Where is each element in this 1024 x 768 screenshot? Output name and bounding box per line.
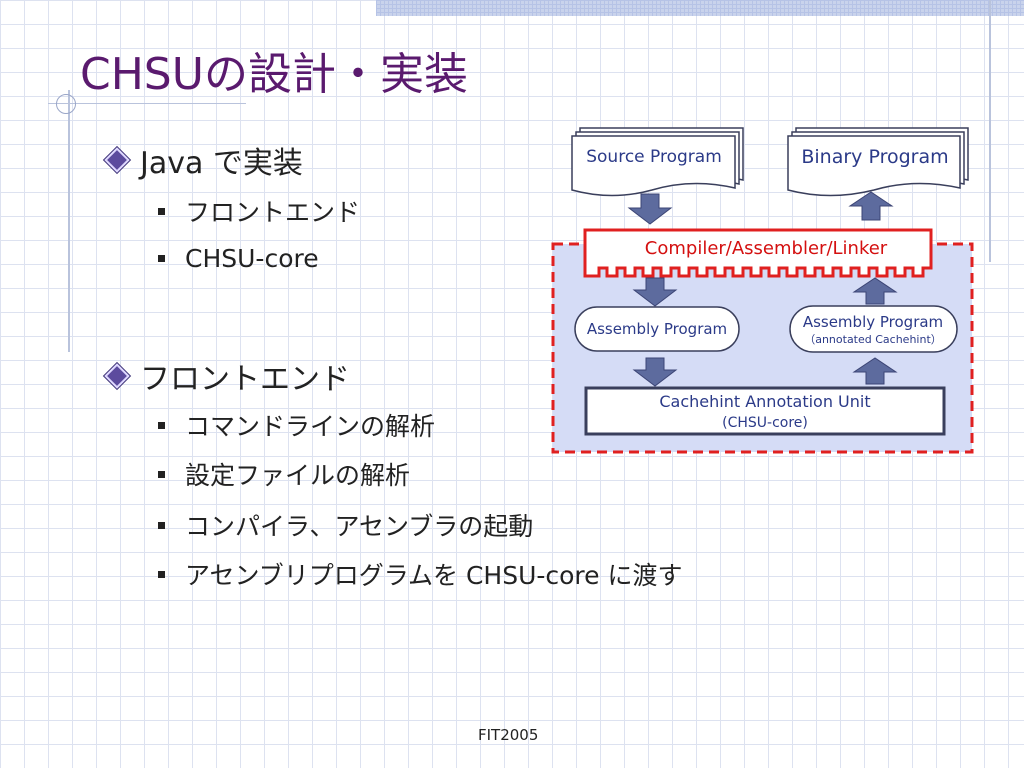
compiler-label: Compiler/Assembler/Linker: [645, 238, 888, 259]
square-bullet-icon: [158, 421, 165, 429]
sub-bullet-text: コマンドラインの解析: [185, 412, 436, 441]
sub-bullet-text: アセンブリプログラムを CHSU-core に渡す: [185, 561, 683, 590]
bullet-frontend: フロントエンド: [104, 354, 350, 398]
square-bullet-icon: [158, 570, 165, 578]
decorative-line-left: [68, 90, 70, 352]
sub-bullet-text: フロントエンド: [185, 198, 361, 227]
sub-bullet: 設定ファイルの解析: [158, 456, 410, 492]
binary-program-label: Binary Program: [801, 146, 948, 168]
sub-bullet: コンパイラ、アセンブラの起動: [158, 507, 533, 543]
source-program-label: Source Program: [586, 147, 722, 167]
diamond-bullet-icon: [104, 363, 130, 389]
arrow-down-icon: [632, 357, 678, 387]
chsu-architecture-diagram: Source Program Binary Program Compiler/A…: [551, 127, 974, 454]
footer-text: FIT2005: [478, 726, 539, 744]
sub-bullet-text: 設定ファイルの解析: [185, 461, 411, 490]
arrow-down-icon: [627, 193, 673, 225]
compiler-box: [583, 228, 933, 278]
cachehint-annotation-unit-label: Cachehint Annotation Unit: [659, 392, 870, 411]
annotated-assembly-program-label: Assembly Program: [803, 313, 943, 331]
sub-bullet: フロントエンド: [158, 193, 360, 229]
decorative-circle: [56, 94, 76, 114]
bullet-text: フロントエンド: [140, 362, 350, 397]
sub-bullet: CHSU-core: [158, 244, 319, 273]
assembly-program-box: [574, 306, 740, 352]
sub-bullet-text: CHSU-core: [185, 244, 319, 273]
sub-bullet-text: コンパイラ、アセンブラの起動: [185, 512, 534, 541]
arrow-up-icon: [848, 191, 894, 221]
annotated-cachehint-label: （annotated Cachehint）: [804, 333, 942, 346]
sub-bullet: コマンドラインの解析: [158, 407, 435, 443]
sub-bullet: アセンブリプログラムを CHSU-core に渡す: [158, 556, 683, 592]
square-bullet-icon: [158, 470, 165, 478]
annotated-assembly-program-box: [789, 305, 958, 353]
binary-program-doc: Binary Program: [787, 127, 969, 197]
bullet-java: Java で実装: [104, 138, 303, 182]
top-decorative-band: [376, 0, 1024, 16]
chsu-core-label: (CHSU-core): [722, 415, 808, 431]
square-bullet-icon: [158, 255, 165, 262]
arrow-down-icon: [632, 277, 678, 307]
arrow-up-icon: [852, 357, 898, 385]
assembly-program-label: Assembly Program: [587, 320, 727, 338]
bullet-text: Java で実装: [140, 146, 303, 181]
decorative-line-right: [989, 0, 991, 262]
square-bullet-icon: [158, 207, 165, 215]
decorative-title-underline: [48, 103, 246, 104]
cachehint-annotation-unit-box: [584, 386, 946, 436]
diamond-bullet-icon: [104, 147, 130, 173]
arrow-up-icon: [852, 277, 898, 305]
source-program-doc: Source Program: [571, 127, 744, 197]
square-bullet-icon: [158, 521, 165, 529]
slide-title: CHSUの設計・実装: [80, 49, 468, 100]
